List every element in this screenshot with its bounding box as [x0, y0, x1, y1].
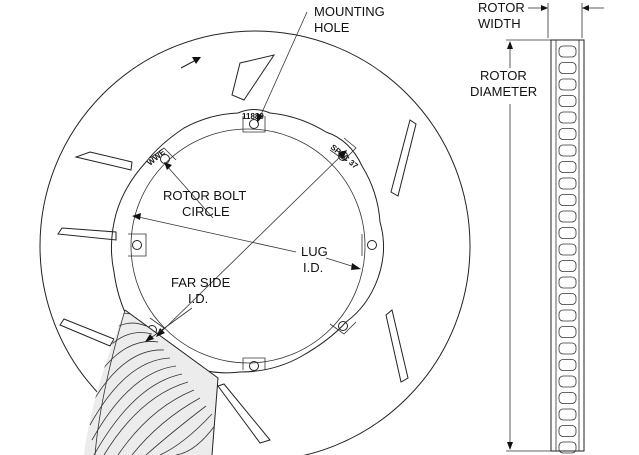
mounting-hole-label-line1: MOUNTING — [314, 4, 385, 19]
rotor-diameter-label-line2: DIAMETER — [470, 84, 537, 99]
vane-slot — [558, 260, 577, 272]
vane-slot — [558, 95, 577, 107]
vane-slot — [558, 375, 577, 388]
rotor-width-label-line1: ROTOR — [478, 0, 525, 15]
vane-slot — [558, 161, 577, 173]
vane-cutaway — [84, 310, 218, 455]
bolt-circle-label-line1: ROTOR BOLT — [163, 188, 246, 203]
vane-slot — [558, 62, 577, 74]
vane-slot — [558, 392, 577, 404]
rotor-side-view — [550, 39, 585, 454]
rotor-width-label-line2: WIDTH — [478, 16, 521, 31]
vane-slot — [558, 326, 577, 338]
lug-id-label-line2: I.D. — [303, 260, 323, 275]
vane-slot — [558, 78, 577, 91]
rotor-slots — [57, 54, 417, 444]
rotor-diameter-label-line1: ROTOR — [480, 68, 527, 83]
vane-slot — [558, 408, 577, 421]
vane-slot — [558, 425, 577, 437]
far-side-id-label-line1: FAR SIDE — [171, 275, 231, 290]
mounting-hole-right — [361, 234, 377, 256]
lug-id-label-line1: LUG — [301, 244, 328, 259]
part-number-mark: 11889 — [242, 112, 264, 121]
rotation-arrow-icon — [180, 57, 201, 69]
mounting-hole-label-line2: HOLE — [314, 20, 350, 35]
vane-slot — [558, 243, 577, 256]
mounting-hole-top — [242, 116, 266, 133]
vane-slot — [558, 210, 577, 223]
side-view-vanes — [558, 45, 577, 454]
vane-slot — [558, 144, 577, 157]
callout-labels: MOUNTING HOLE ROTOR WIDTH ROTOR DIAMETER… — [163, 0, 537, 306]
mounting-hole-lower-right — [329, 321, 357, 335]
vane-slot — [558, 111, 577, 124]
inner-mounting-ring — [110, 109, 384, 374]
far-side-id-circle — [130, 128, 366, 364]
dimension-lines — [132, 3, 604, 452]
spec-mark: SPEC 37 — [329, 143, 360, 171]
bolt-circle-label-line2: CIRCLE — [182, 204, 230, 219]
vane-slot — [558, 309, 577, 322]
vane-slot — [558, 293, 577, 305]
far-side-id-label-line2: I.D. — [188, 291, 208, 306]
vane-slot — [558, 342, 577, 355]
vane-slot — [558, 45, 577, 58]
vane-slot — [558, 441, 577, 454]
rotor-outer-edge — [39, 30, 471, 455]
vane-slot — [558, 194, 577, 206]
mounting-hole-left — [128, 233, 147, 257]
vane-slot — [558, 276, 577, 289]
vane-slot — [558, 128, 577, 140]
mounting-hole-bottom — [242, 357, 266, 371]
vane-slot — [558, 227, 577, 239]
vane-slot — [558, 359, 577, 371]
vane-slot — [558, 177, 577, 190]
